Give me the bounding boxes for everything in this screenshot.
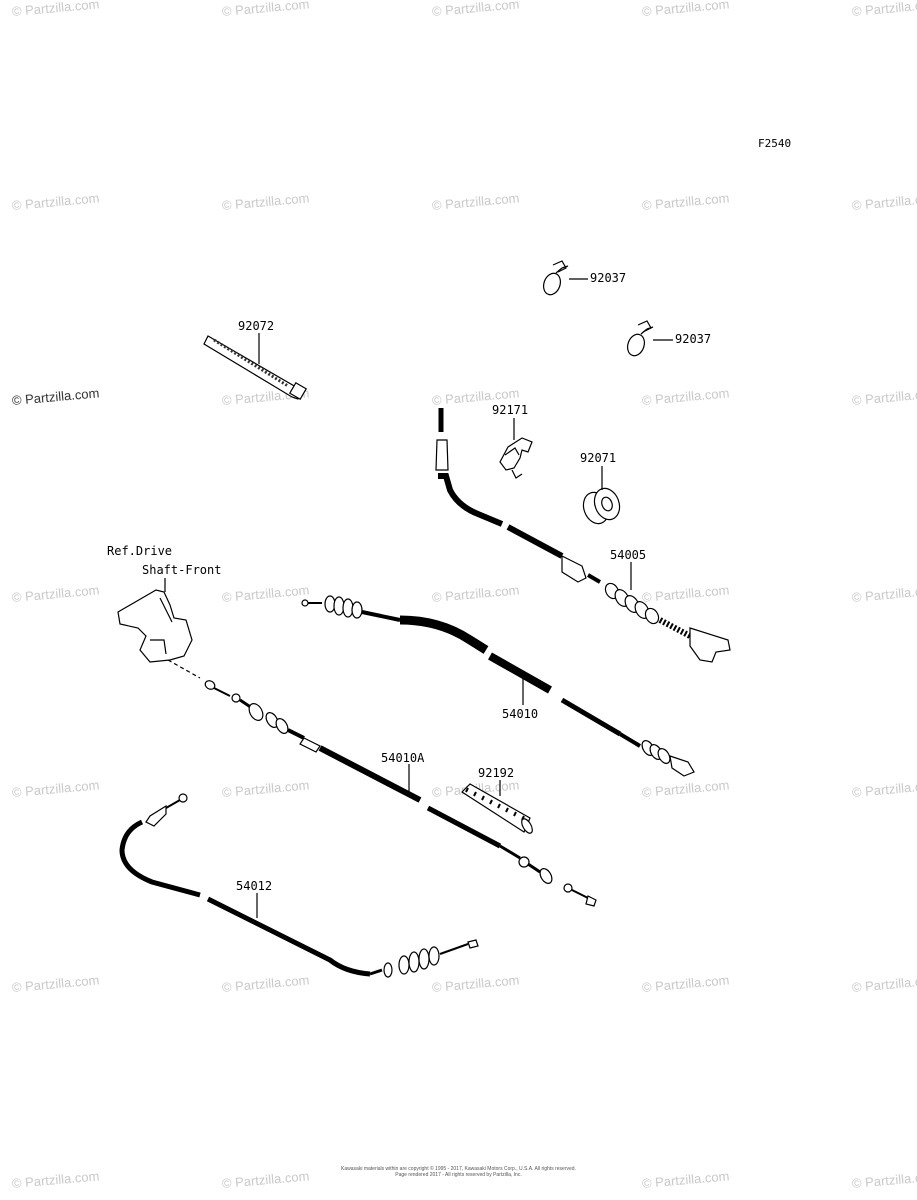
copyright-footer: Kawasaki materials within are copyright … xyxy=(0,1166,917,1178)
part-number-label[interactable]: 54010A xyxy=(381,751,425,765)
leader-line xyxy=(167,659,201,679)
holder-icon[interactable] xyxy=(499,437,533,479)
clamp-icon[interactable] xyxy=(541,260,569,297)
cable-54010a[interactable] xyxy=(204,679,597,907)
clamp-icon[interactable] xyxy=(625,320,654,358)
cable-54005[interactable] xyxy=(435,408,731,663)
footer-line1: Kawasaki materials within are copyright … xyxy=(341,1166,576,1172)
part-number-label[interactable]: 54010 xyxy=(502,707,539,721)
cable-54010[interactable] xyxy=(301,595,695,777)
figure-id: F2540 xyxy=(758,137,792,150)
cable-54012[interactable] xyxy=(119,793,479,978)
part-number-label[interactable]: 92072 xyxy=(238,319,275,333)
reference-label-line1: Ref.Drive xyxy=(107,544,173,558)
footer-line2: Page rendered 2017 - All rights reserved… xyxy=(395,1172,522,1178)
part-number-label[interactable]: 92037 xyxy=(675,332,712,346)
drive-shaft-bracket-icon xyxy=(117,589,193,663)
cable-band-icon[interactable] xyxy=(203,335,308,401)
part-number-label[interactable]: 92192 xyxy=(478,766,515,780)
reference-label-line2: Shaft-Front xyxy=(142,563,222,577)
part-number-label[interactable]: 92037 xyxy=(590,271,627,285)
part-number-label[interactable]: 54012 xyxy=(236,879,273,893)
part-number-label[interactable]: 54005 xyxy=(610,548,647,562)
part-number-label[interactable]: 92171 xyxy=(492,403,529,417)
grommet-icon[interactable] xyxy=(579,485,623,527)
boot-icon[interactable] xyxy=(461,783,534,835)
part-number-label[interactable]: 92071 xyxy=(580,451,617,465)
